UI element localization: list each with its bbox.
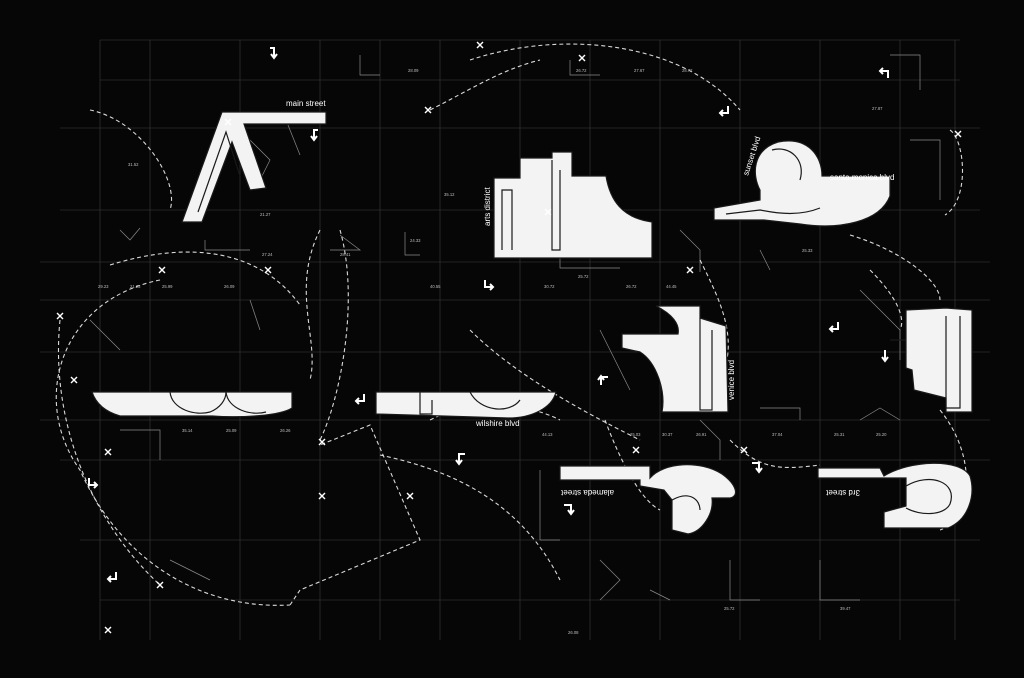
cross-marker-icon bbox=[424, 106, 432, 114]
turn-arrows bbox=[88, 47, 889, 583]
dimension-label: 26.26 bbox=[280, 428, 291, 433]
dimension-label: 31.52 bbox=[128, 162, 139, 167]
dimension-label: 26.72 bbox=[626, 284, 637, 289]
cross-marker-icon bbox=[264, 266, 272, 274]
dimension-label: 35.12 bbox=[444, 192, 455, 197]
dimension-label: 44.13 bbox=[542, 432, 553, 437]
cross-marker-icon bbox=[740, 446, 748, 454]
dimension-label: 30.37 bbox=[662, 432, 673, 437]
dimension-label: 25.03 bbox=[630, 432, 641, 437]
cross-marker-icon bbox=[104, 626, 112, 634]
dimension-label: 30.72 bbox=[544, 284, 555, 289]
dimension-label: 25.09 bbox=[226, 428, 237, 433]
cross-markers bbox=[56, 41, 962, 634]
turn-arrow-icon bbox=[597, 374, 608, 385]
dimension-label: 21.27 bbox=[260, 212, 271, 217]
dimension-label: 27.24 bbox=[262, 252, 273, 257]
letterform-wilshire bbox=[375, 391, 557, 419]
street-label-main: main street bbox=[286, 99, 326, 108]
turn-arrow-icon bbox=[455, 453, 465, 466]
dimension-label: 25.72 bbox=[724, 606, 735, 611]
turn-arrow-icon bbox=[564, 504, 575, 516]
dimension-label: 29.23 bbox=[98, 284, 109, 289]
street-label-venice: venice blvd bbox=[727, 360, 736, 400]
street-label-3rd: 3rd street bbox=[825, 488, 860, 497]
turn-arrow-icon bbox=[828, 322, 839, 333]
dimension-label: 25.33 bbox=[802, 248, 813, 253]
dimension-label: 35.14 bbox=[182, 428, 193, 433]
dimension-label: 44.45 bbox=[666, 284, 677, 289]
cross-marker-icon bbox=[632, 446, 640, 454]
letterform-main bbox=[181, 111, 327, 223]
letterform-sunset bbox=[713, 140, 891, 227]
dimension-label: 27.67 bbox=[634, 68, 645, 73]
dimension-label: 25.99 bbox=[162, 284, 173, 289]
dimension-label: 28.09 bbox=[408, 68, 419, 73]
dashed-routes bbox=[55, 43, 967, 606]
dimension-label: 40.55 bbox=[430, 284, 441, 289]
dimension-label: 39.47 bbox=[840, 606, 851, 611]
street-label-wilshire: wilshire blvd bbox=[475, 419, 520, 428]
cross-marker-icon bbox=[686, 266, 694, 274]
letterform-right bbox=[905, 307, 973, 413]
cross-marker-icon bbox=[224, 118, 232, 126]
cross-marker-icon bbox=[104, 448, 112, 456]
dimension-label: 25.72 bbox=[578, 274, 589, 279]
cross-marker-icon bbox=[476, 41, 484, 49]
turn-arrow-icon bbox=[752, 462, 763, 474]
construction-grid bbox=[40, 39, 990, 640]
cross-marker-icon bbox=[406, 492, 414, 500]
turn-arrow-icon bbox=[88, 478, 99, 489]
turn-arrow-icon bbox=[310, 129, 318, 142]
turn-arrow-icon bbox=[106, 572, 117, 583]
turn-arrow-icon bbox=[881, 350, 889, 363]
cross-marker-icon bbox=[156, 581, 164, 589]
street-label-alameda: alameda street bbox=[560, 488, 614, 497]
dimension-label: 25.31 bbox=[834, 432, 845, 437]
letterform-alameda bbox=[559, 464, 737, 535]
cross-marker-icon bbox=[544, 208, 552, 216]
dimension-label: 26.91 bbox=[696, 432, 707, 437]
cross-marker-icon bbox=[954, 130, 962, 138]
dimension-label: 26.72 bbox=[576, 68, 587, 73]
dimension-label: 26.08 bbox=[568, 630, 579, 635]
turn-arrow-icon bbox=[270, 47, 278, 60]
dimension-label: 28.72 bbox=[682, 68, 693, 73]
dimension-label: 26.09 bbox=[224, 284, 235, 289]
dimension-label: 24.33 bbox=[410, 238, 421, 243]
turn-arrow-icon bbox=[718, 106, 729, 117]
cross-marker-icon bbox=[578, 54, 586, 62]
turn-arrow-icon bbox=[484, 280, 495, 291]
dimension-labels: 28.09 26.72 27.67 28.72 27.87 31.52 24.3… bbox=[98, 68, 887, 635]
construction-details bbox=[89, 54, 941, 601]
dimension-label: 28.41 bbox=[340, 252, 351, 257]
cross-marker-icon bbox=[318, 438, 326, 446]
letterform-venice bbox=[621, 305, 729, 413]
turn-arrow-icon bbox=[354, 394, 365, 405]
letterform-arts bbox=[493, 151, 653, 259]
cross-marker-icon bbox=[158, 266, 166, 274]
dimension-label: 37.04 bbox=[772, 432, 783, 437]
cross-marker-icon bbox=[70, 376, 78, 384]
dimension-label: 27.87 bbox=[872, 106, 883, 111]
cross-marker-icon bbox=[56, 312, 64, 320]
street-label-arts: arts district bbox=[483, 187, 492, 226]
turn-arrow-icon bbox=[878, 67, 889, 78]
dimension-label: 21.23 bbox=[130, 284, 141, 289]
dimension-label: 25.20 bbox=[876, 432, 887, 437]
street-label-santa-monica: santa monica blvd bbox=[830, 173, 894, 182]
cross-marker-icon bbox=[318, 492, 326, 500]
letterforms bbox=[91, 111, 973, 535]
